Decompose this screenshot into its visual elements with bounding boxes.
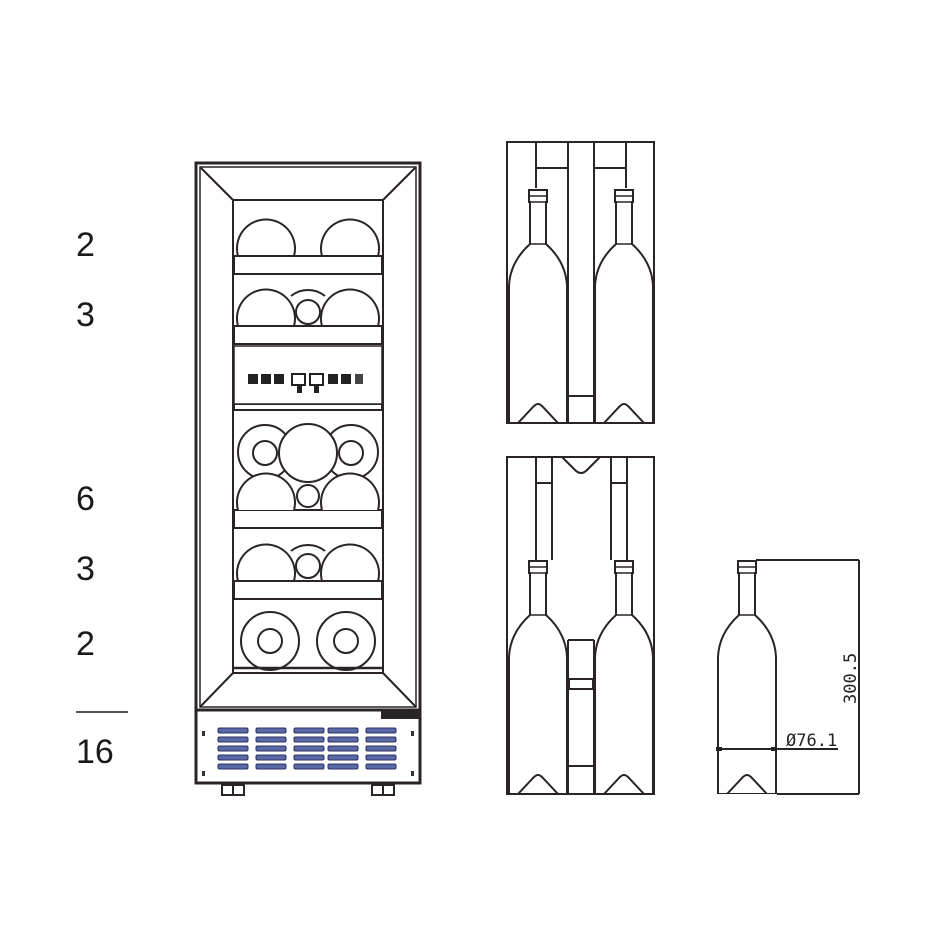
cooler-front bbox=[194, 161, 422, 785]
vent-grille bbox=[202, 727, 414, 776]
shelf-2-bottles bbox=[236, 288, 380, 327]
shelf-count-5: 2 bbox=[76, 625, 95, 663]
height-label: 300.5 bbox=[841, 653, 861, 704]
side-view-bottom bbox=[506, 456, 655, 795]
diameter-label: Ø76.1 bbox=[786, 731, 837, 751]
shelf-count-3: 6 bbox=[76, 480, 95, 518]
shelf-count-2: 3 bbox=[76, 296, 95, 334]
cooler-feet bbox=[221, 784, 395, 796]
bottom-bottles bbox=[234, 611, 382, 671]
bottle-icon bbox=[508, 560, 568, 794]
shelves bbox=[233, 255, 383, 600]
shelf-1-bottles bbox=[236, 218, 380, 257]
shelf-count-4: 3 bbox=[76, 550, 95, 588]
total-count: 16 bbox=[76, 733, 114, 771]
bottle-icon bbox=[594, 560, 654, 794]
bottle-icon bbox=[508, 189, 568, 423]
shelf-3-bottles bbox=[236, 423, 380, 511]
bottle-icon bbox=[594, 189, 654, 423]
total-divider bbox=[76, 711, 128, 713]
side-view-top bbox=[506, 141, 655, 424]
shelf-count-1: 2 bbox=[76, 226, 95, 264]
bottle-icon bbox=[717, 560, 777, 794]
dimension-diagram: Ø76.1 300.5 bbox=[716, 559, 861, 795]
control-panel bbox=[233, 345, 383, 405]
shelf-4-bottles bbox=[236, 543, 380, 582]
